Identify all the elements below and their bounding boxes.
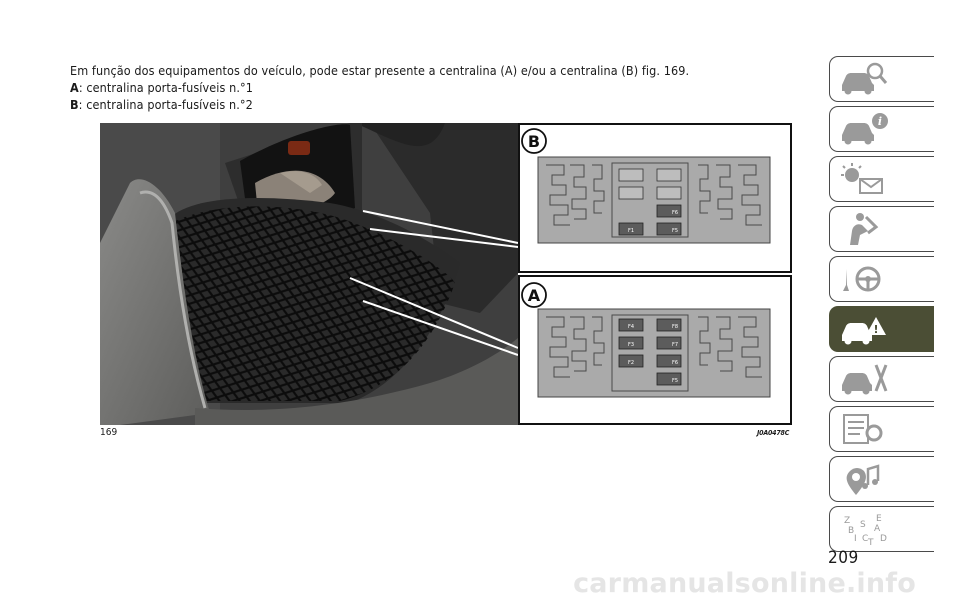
intro-text: Em função dos equipamentos do veículo, p…	[70, 62, 689, 113]
fuse-label-a-4: F7	[672, 342, 678, 348]
tab-seat-airbag[interactable]	[829, 206, 934, 252]
tab-car-search[interactable]	[829, 56, 934, 102]
tab-checklist[interactable]	[829, 406, 934, 452]
svg-text:Z: Z	[844, 516, 850, 526]
svg-text:i: i	[878, 115, 882, 128]
tab-car-warning[interactable]: !	[829, 306, 934, 352]
callout-a: A	[528, 286, 541, 305]
page-number: 209	[828, 548, 859, 568]
watermark-text: carmanualsonline.info	[573, 568, 916, 599]
figure-code: J0A0478C	[757, 429, 790, 437]
fuse-box-illustration: B F6 F1 F5 A	[100, 123, 792, 425]
lights-mail-icon	[841, 163, 883, 194]
tab-car-info[interactable]: i	[829, 106, 934, 152]
svg-text:T: T	[867, 538, 874, 547]
legend-item-a: A: centralina porta-fusíveis n.°1	[70, 79, 689, 96]
intro-sentence: Em função dos equipamentos do veículo, p…	[70, 63, 690, 78]
legend-label-a: A	[70, 80, 79, 95]
car-search-icon	[842, 62, 888, 95]
legend-label-b: B	[70, 97, 79, 112]
car-tools-icon	[842, 364, 888, 395]
tab-music-nav[interactable]	[829, 456, 934, 502]
checklist-gear-icon	[843, 414, 883, 444]
steering-wheel-icon	[843, 266, 881, 292]
car-warning-icon: !	[842, 317, 886, 345]
svg-text:C: C	[862, 534, 868, 544]
music-navigation-icon	[846, 464, 880, 495]
fuse-label-a-2: F8	[672, 324, 678, 330]
callout-b: B	[528, 132, 540, 151]
fuse-panel-b: B F6 F1 F5	[521, 128, 771, 244]
legend-item-b: B: centralina porta-fusíveis n.°2	[70, 96, 689, 113]
fuse-panel-a: A F4 F8 F3 F7 F2 F6 F5	[521, 282, 771, 398]
tab-car-tools[interactable]	[829, 356, 934, 402]
legend-text-b: : centralina porta-fusíveis n.°2	[78, 97, 253, 112]
photo	[100, 123, 518, 425]
car-info-icon: i	[842, 113, 888, 145]
svg-text:S: S	[860, 520, 866, 530]
tab-steering[interactable]	[829, 256, 934, 302]
fuse-label-a-1: F4	[628, 324, 634, 330]
legend-text-a: : centralina porta-fusíveis n.°1	[78, 80, 254, 95]
fuse-label-b-3: F5	[672, 228, 678, 234]
svg-text:E: E	[876, 514, 882, 524]
fuse-label-b-1: F6	[672, 210, 678, 216]
fuse-label-b-2: F1	[628, 228, 634, 234]
tab-lights-mail[interactable]	[829, 156, 934, 202]
fuse-label-a-5: F2	[628, 360, 634, 366]
footer: carmanualsonline.info	[0, 564, 960, 604]
fuse-label-a-7: F5	[672, 378, 678, 384]
svg-text:B: B	[848, 526, 854, 536]
figure-number: 169	[100, 427, 118, 438]
svg-text:I: I	[854, 534, 857, 544]
fuse-box-figure: B F6 F1 F5 A	[100, 123, 792, 425]
svg-text:D: D	[880, 534, 887, 544]
svg-text:!: !	[873, 323, 878, 336]
seat-airbag-icon	[850, 213, 879, 245]
fuse-label-a-3: F3	[628, 342, 634, 348]
svg-text:A: A	[874, 524, 881, 534]
fuse-label-a-6: F6	[672, 360, 678, 366]
